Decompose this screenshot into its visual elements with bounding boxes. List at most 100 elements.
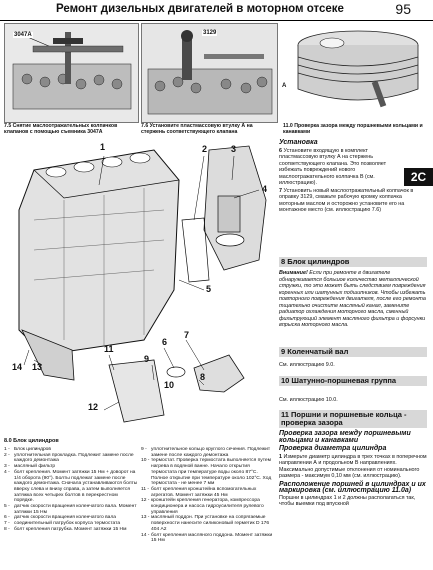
legend-item-number: 10 -: [141, 458, 150, 464]
legend-item-number: 4 -: [4, 469, 10, 475]
legend-item: 10 -термостат. Проверка термостата выпол…: [141, 458, 275, 487]
section-10-heading: 10 Шатунно-поршневая группа: [279, 376, 427, 386]
figure-11-0: A: [280, 23, 429, 121]
section-11-heading: 11 Поршни и поршневые кольца - проверка …: [279, 410, 427, 428]
callout-7: 7: [184, 330, 190, 340]
legend-item: 3 - масляный фильтр: [4, 464, 138, 470]
legend-item-text: соединительный патрубок корпуса термоста…: [14, 521, 121, 527]
section-8-heading: 8 Блок цилиндров: [279, 257, 427, 267]
legend-item-text: болт крепления патрубка. Момент затяжки …: [14, 526, 127, 532]
legend-item-text: масляный поддон. При установке на сопряг…: [151, 515, 270, 532]
callout-4: 4: [262, 184, 268, 194]
legend-item-text: кронштейн крепления генератора, компресс…: [151, 498, 264, 515]
legend-item-text: болт крепления масляного поддона. Момент…: [151, 532, 273, 544]
callout-2: 2: [202, 144, 208, 154]
callout-10: 10: [164, 380, 175, 390]
section-9-text: См. иллюстрацию 9.0.: [279, 362, 335, 368]
legend-item-text: болт крепления кронштейна вспомогательны…: [151, 486, 257, 498]
legend-item-text: масляный фильтр: [14, 464, 56, 470]
section-10-text: См. иллюстрацию 10.0.: [279, 397, 338, 403]
installation-heading: Установка: [279, 139, 318, 146]
ring-gap-subheading: Проверка зазора между поршневыми кольцам…: [279, 430, 411, 444]
page-number: 95: [395, 1, 411, 17]
valve-seal-removal-image: [5, 24, 138, 122]
legend-item-number: 1 -: [4, 447, 10, 452]
legend-item: 6 - датчик скорости вращения коленчатого …: [4, 515, 138, 521]
legend-item-text: вверху слева и внизу справа, а затем вып…: [14, 486, 131, 504]
legend-item: 12 -кронштейн крепления генератора, комп…: [141, 498, 275, 515]
callout-12: 12: [88, 402, 99, 412]
installation-section: Установка 6 Установите входящую в компле…: [279, 139, 427, 214]
step-1-number: 1: [279, 453, 282, 460]
step-1-text: Измерьте диаметр цилиндра в трех точках …: [279, 453, 427, 480]
legend-item-number: 6 -: [4, 515, 10, 521]
callout-11: 11: [104, 344, 114, 354]
legend-item-text: болт крепления. Момент затяжки 15 Нм + д…: [14, 469, 138, 487]
callout-8: 8: [200, 372, 206, 382]
legend-item: 5 - датчик скорости вращения коленчатого …: [4, 504, 138, 515]
legend-item-text: Блок цилиндров: [14, 447, 51, 452]
legend-item-number: 2 -: [4, 452, 10, 458]
legend-item: 14 -болт крепления масляного поддона. Мо…: [141, 533, 275, 544]
legend-item-number: 13 -: [141, 515, 150, 521]
callout-3: 3: [231, 144, 237, 154]
section-8-warning: Внимание! Если при ремонте в двигателе о…: [279, 270, 427, 329]
cylinder-diameter-subheading: Проверка диаметра цилиндра: [279, 445, 387, 452]
cylinder-block-exploded-view: 1 2 3 4 5 6 7 8 9 10 11 12 13 14: [4, 140, 276, 425]
tool-label: 3047A: [13, 32, 33, 38]
callout-9: 9: [144, 354, 150, 364]
callout-5: 5: [206, 284, 212, 294]
step-6-number: 6: [279, 147, 282, 154]
callout-6: 6: [162, 337, 168, 347]
legend-left: 1 - Блок цилиндров 2 - уплотнительная прокл…: [4, 447, 138, 533]
legend-item-text: уплотнительная прокладка. Подлежит замен…: [14, 452, 134, 464]
piston-position-text: Поршни в цилиндрах 1 и 2 должны располаг…: [279, 494, 416, 508]
step-7-number: 7: [279, 187, 282, 194]
section-9-heading: 9 Коленчатый вал: [279, 347, 427, 357]
figure-11-0-caption: 11.0 Проверка зазора между поршневыми ко…: [283, 123, 423, 135]
legend-item-number: 5 -: [4, 504, 10, 510]
legend-item: 4 - болт крепления. Момент затяжки 15 Нм …: [4, 470, 138, 487]
legend-item-number: [4, 487, 14, 504]
legend-item: 8 - болт крепления патрубка. Момент затяж…: [4, 527, 138, 533]
figure-7-5-caption: 7.5 Снятие маслоотражательных колпачков …: [4, 123, 118, 135]
page-title: Ремонт дизельных двигателей в моторном о…: [56, 3, 344, 15]
legend-item-text: датчик скорости вращения коленчатого вал…: [14, 504, 137, 515]
legend-item-number: 11 -: [141, 486, 150, 492]
legend-item: 1 - Блок цилиндров: [4, 447, 138, 453]
section-tab: 2C: [404, 168, 433, 186]
legend-item: 9 - уплотнительное кольцо круглого сечени…: [141, 447, 275, 458]
figure-7-5: 3047A: [4, 23, 139, 123]
figure-7-6-caption: 7.6 Установите пластмассовую втулку А на…: [141, 123, 253, 135]
legend-item: 2 - уплотнительная прокладка. Подлежит за…: [4, 453, 138, 464]
legend-item-text: термостат. Проверка термостата выполняет…: [151, 458, 272, 487]
tool-label: 3129: [202, 30, 218, 36]
legend-item: 11 -болт крепления кронштейна вспомогате…: [141, 487, 275, 498]
warning-label: Внимание!: [279, 270, 308, 276]
figure-7-6: 3129: [141, 23, 278, 123]
callout-1: 1: [100, 142, 106, 152]
legend-title: 8.0 Блок цилиндров: [4, 438, 59, 444]
legend-item: 13 -масляный поддон. При установке на со…: [141, 515, 275, 532]
warning-text: Если при ремонте в двигателе обнаруживае…: [279, 270, 426, 328]
legend-item-number: 7 -: [4, 521, 10, 527]
step-6-text: Установите входящую в комплект пластмасс…: [279, 147, 387, 187]
legend-item-number: 3 -: [4, 464, 10, 470]
legend-item: вверху слева и внизу справа, а затем вып…: [4, 487, 138, 504]
step-7-text: Установить новый маслоотражательный колп…: [279, 187, 414, 214]
legend-right: 9 - уплотнительное кольцо круглого сечени…: [141, 447, 275, 544]
piston-ring-gap-image: [297, 30, 419, 108]
page-header: Ремонт дизельных двигателей в моторном о…: [0, 0, 433, 21]
legend-item-text: датчик скорости вращения коленчатого вал…: [14, 515, 116, 521]
legend-item-number: 14 -: [141, 532, 150, 538]
section-11-body: Проверка зазора между поршневыми кольцам…: [279, 430, 427, 508]
legend-item-number: 9 -: [141, 447, 147, 452]
legend-item-number: 8 -: [4, 526, 10, 532]
gauge-label: A: [282, 83, 287, 89]
cylinder-block-drawing: [18, 145, 267, 423]
legend-item-number: 12 -: [141, 498, 150, 504]
callout-14: 14: [12, 362, 23, 372]
legend-item-text: уплотнительное кольцо круглого сечения. …: [151, 447, 271, 458]
legend-item: 7 - соединительный патрубок корпуса термо…: [4, 521, 138, 527]
callout-13: 13: [32, 362, 43, 372]
